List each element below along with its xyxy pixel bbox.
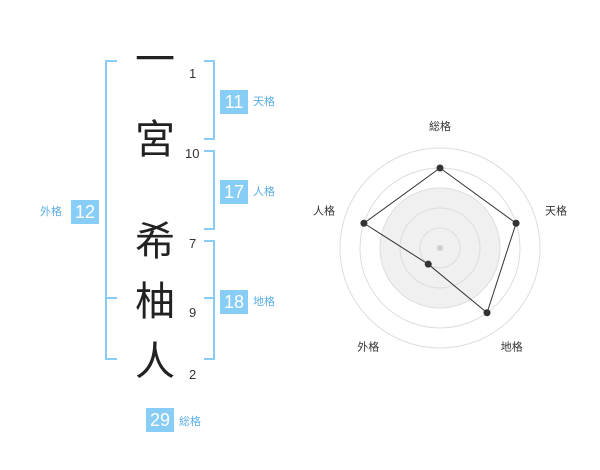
radar-point — [424, 260, 432, 268]
name-char-3: 希 — [135, 219, 175, 265]
name-char-1: 一 — [135, 37, 175, 83]
name-char-5: 人 — [135, 339, 175, 385]
stroke-count-3: 7 — [189, 236, 197, 251]
soukaku-badge: 29 — [146, 408, 174, 432]
chikaku-badge: 18 — [220, 290, 248, 314]
stroke-count-4: 9 — [189, 305, 197, 320]
chikaku-bracket-notch — [204, 297, 215, 299]
radar-point — [512, 219, 520, 227]
radar-axis-label: 地格 — [501, 340, 523, 354]
tenkaku-badge: 11 — [220, 90, 248, 114]
gaikaku-badge: 12 — [71, 200, 99, 224]
radar-axis-label: 人格 — [313, 203, 335, 217]
jinkaku-label: 人格 — [253, 185, 275, 198]
name-char-4: 柚 — [135, 279, 175, 325]
jinkaku-bracket — [204, 150, 215, 230]
tenkaku-label: 天格 — [253, 95, 275, 108]
radar-point — [360, 219, 368, 227]
outer-bracket — [105, 60, 117, 360]
tenkaku-bracket — [204, 60, 215, 140]
radar-series-polygon — [363, 167, 517, 314]
gaikaku-label: 外格 — [40, 205, 62, 218]
radar-point — [436, 164, 444, 172]
name-char-2: 宮 — [135, 117, 175, 163]
soukaku-label: 総格 — [179, 415, 201, 428]
radar-center-dot — [437, 245, 443, 251]
stroke-count-1: 1 — [189, 66, 197, 81]
radar-axis-label: 天格 — [545, 203, 567, 217]
radar-axis-label: 総格 — [429, 119, 451, 133]
chikaku-label: 地格 — [253, 295, 275, 308]
jinkaku-badge: 17 — [220, 180, 248, 204]
chikaku-bracket — [204, 240, 215, 360]
radar-point — [483, 309, 491, 317]
radar-axis-label: 外格 — [357, 340, 379, 354]
stroke-count-5: 2 — [189, 367, 197, 382]
stroke-count-2: 10 — [185, 146, 200, 161]
outer-bracket-notch — [105, 297, 117, 299]
